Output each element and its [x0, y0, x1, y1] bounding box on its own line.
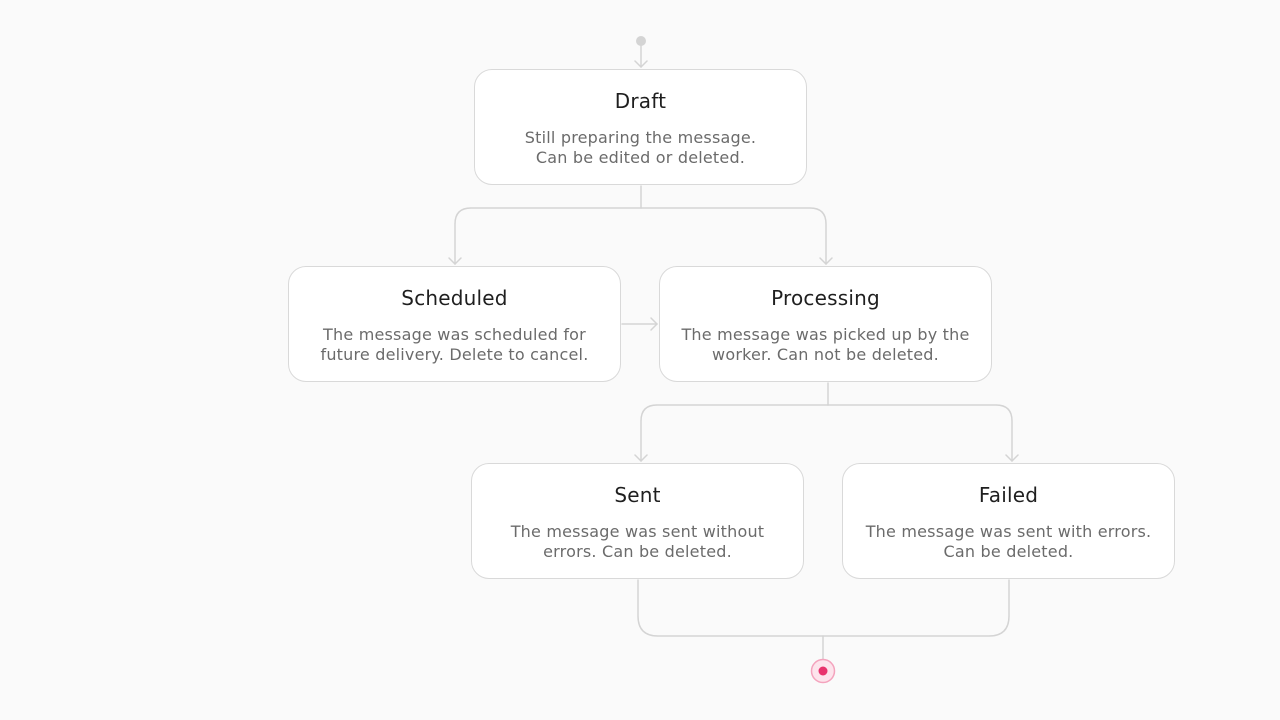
state-title-scheduled: Scheduled: [401, 286, 508, 310]
state-description-draft: Still preparing the message. Can be edit…: [487, 128, 794, 168]
description-line: The message was sent without: [510, 522, 765, 541]
state-description-scheduled: The message was scheduled for future del…: [301, 325, 608, 365]
arrowhead-sent: [634, 454, 648, 462]
description-line: Can be edited or deleted.: [535, 148, 746, 167]
connector-sent-to-end: [637, 579, 1010, 637]
connector-processing-to-failed: [827, 404, 1013, 462]
state-failed: Failed The message was sent with errors.…: [842, 463, 1175, 579]
state-title-sent: Sent: [614, 483, 661, 507]
description-line: errors. Can be deleted.: [543, 542, 732, 561]
connector-processing-to-sent: [640, 382, 829, 462]
description-line: Still preparing the message.: [524, 128, 757, 147]
state-title-failed: Failed: [978, 483, 1039, 507]
state-draft: Draft Still preparing the message. Can b…: [474, 69, 807, 185]
state-scheduled: Scheduled The message was scheduled for …: [288, 266, 621, 382]
description-line: future delivery. Delete to cancel.: [320, 345, 589, 364]
description-line: The message was sent with errors.: [865, 522, 1152, 541]
connector-draft-to-scheduled: [454, 185, 642, 265]
arrowhead-processing-side: [650, 317, 658, 331]
description-line: The message was picked up by the: [681, 325, 970, 344]
state-sent: Sent The message was sent without errors…: [471, 463, 804, 579]
arrowhead-scheduled: [448, 257, 462, 265]
end-node-icon: [818, 666, 828, 676]
state-title-processing: Processing: [771, 286, 880, 310]
state-description-failed: The message was sent with errors. Can be…: [855, 522, 1162, 562]
arrowhead-processing: [819, 257, 833, 265]
arrowhead-failed: [1005, 454, 1019, 462]
description-line: The message was scheduled for: [323, 325, 586, 344]
arrowhead-draft: [634, 60, 648, 68]
connector-draft-to-processing: [640, 207, 827, 265]
state-description-processing: The message was picked up by the worker.…: [672, 325, 979, 365]
state-title-draft: Draft: [614, 89, 667, 113]
state-description-sent: The message was sent without errors. Can…: [484, 522, 791, 562]
state-processing: Processing The message was picked up by …: [659, 266, 992, 382]
description-line: Can be deleted.: [943, 542, 1074, 561]
start-node-icon: [636, 36, 646, 46]
description-line: worker. Can not be deleted.: [712, 345, 939, 364]
